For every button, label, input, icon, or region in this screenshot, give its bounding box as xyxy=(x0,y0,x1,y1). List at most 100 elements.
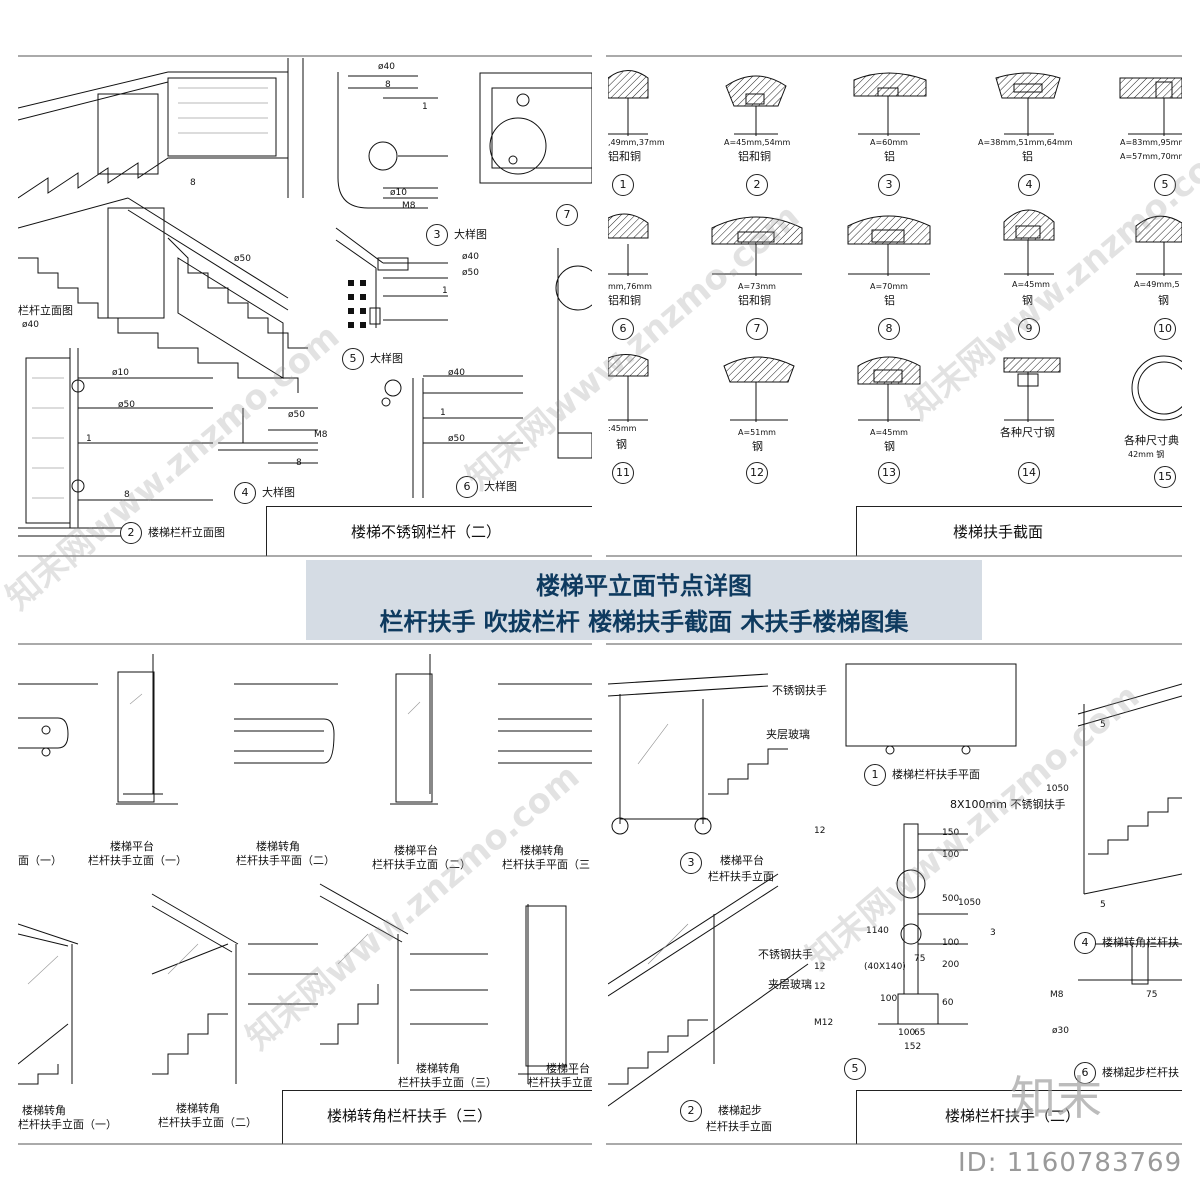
section-dim: A=45mm xyxy=(870,428,908,437)
view-label: 楼梯起步栏杆扶 xyxy=(1102,1066,1179,1079)
dim-label: ø50 xyxy=(288,410,305,420)
dim-label: 5 xyxy=(1100,900,1106,910)
section-number: 15 xyxy=(1154,466,1176,488)
dim-label: ø40 xyxy=(462,252,479,262)
section-number: 9 xyxy=(1018,318,1040,340)
callout-plate: 8X100mm 不锈钢扶手 xyxy=(950,798,1066,811)
view-caption: 楼梯转角 xyxy=(416,1062,460,1075)
dim-label: 1 xyxy=(86,434,92,444)
dim-label: 100 xyxy=(880,994,898,1004)
view-number: 6 xyxy=(1074,1062,1096,1084)
dim-label: ø50 xyxy=(462,268,479,278)
callout-glass-2: 夹层玻璃 xyxy=(768,978,812,991)
dim-label: 12 xyxy=(814,982,826,992)
dim-label: ø40 xyxy=(378,62,395,72)
panel-title: 楼梯扶手截面 xyxy=(953,523,1044,541)
view-label: 栏杆扶手立面 xyxy=(706,1120,772,1133)
dim-label: 150 xyxy=(942,828,960,838)
detail-label: 大样图 xyxy=(370,352,403,365)
image-id-label: ID: 1160783769 xyxy=(958,1148,1183,1178)
view-label: 楼梯栏杆扶手平面 xyxy=(892,768,980,781)
view-caption: 楼梯转角 xyxy=(520,844,564,857)
dim-label: ø40 xyxy=(448,368,465,378)
panel-title-box: 楼梯栏杆扶手（二） xyxy=(856,1090,1182,1144)
view-caption: 楼梯平台 xyxy=(546,1062,590,1075)
section-number: 1 xyxy=(612,174,634,196)
section-dim-2: A=57mm,70mm xyxy=(1120,152,1182,161)
dim-label: ø50 xyxy=(234,254,251,264)
section-material: 钢 xyxy=(1158,294,1169,307)
view-number: 1 xyxy=(864,764,886,786)
dim-label: ø30 xyxy=(1052,1026,1069,1036)
panel-handrail-sections: ,49mm,37mm 铝和铜 1 A=45mm,54mm 铝和铜 2 A=60m… xyxy=(608,58,1182,556)
section-dim: A=49mm,5 xyxy=(1134,280,1180,289)
corner-railing-drawing xyxy=(18,654,592,1085)
dim-label: 100 xyxy=(942,850,960,860)
dim-label: 8 xyxy=(385,80,391,90)
title-banner: 楼梯平立面节点详图 栏杆扶手 吹拔栏杆 楼梯扶手截面 木扶手楼梯图集 xyxy=(306,560,982,640)
dim-label: ø50 xyxy=(118,400,135,410)
callout-glass: 夹层玻璃 xyxy=(766,728,810,741)
view-number: 2 xyxy=(680,1100,702,1122)
section-dim: A=73mm xyxy=(738,282,776,291)
view-number: 2 xyxy=(120,522,142,544)
section-number: 6 xyxy=(612,318,634,340)
dim-label: ø10 xyxy=(390,188,407,198)
dim-label: 8 xyxy=(124,490,130,500)
section-material: 铝 xyxy=(884,294,895,307)
dim-label: 12 xyxy=(814,962,826,972)
panel-corner-railing: 面（一） 楼梯平台 栏杆扶手立面（一） 楼梯转角 栏杆扶手平面（二） 楼梯平台 … xyxy=(18,644,592,1144)
dim-label: 200 xyxy=(942,960,960,970)
section-number: 11 xyxy=(612,462,634,484)
callout-handrail-2: 不锈钢扶手 xyxy=(758,948,813,961)
section-material: 钢 xyxy=(752,440,763,453)
dim-label: 8 xyxy=(296,458,302,468)
view-caption: 楼梯转角 xyxy=(22,1104,66,1117)
detail-number: 7 xyxy=(556,204,578,226)
dim-label: 1 xyxy=(442,286,448,296)
dim-label: 500 xyxy=(942,894,960,904)
dim-label: 1 xyxy=(440,408,446,418)
view-caption: 栏杆扶手立面（二） xyxy=(158,1116,257,1129)
panel-title-box: 楼梯扶手截面 xyxy=(856,506,1182,556)
view-caption: 楼梯平台 xyxy=(110,840,154,853)
view-label: 楼梯平台 xyxy=(720,854,764,867)
section-number: 7 xyxy=(746,318,768,340)
panel-title-box: 楼梯转角栏杆扶手（三） xyxy=(282,1090,592,1144)
section-number: 13 xyxy=(878,462,900,484)
section-material: 钢 xyxy=(616,438,627,451)
section-material: 钢 xyxy=(1022,294,1033,307)
view-caption: 栏杆扶手立面（三） xyxy=(398,1076,497,1089)
dim-label: 1050 xyxy=(1046,784,1069,794)
view-label: 楼梯转角栏杆扶 xyxy=(1102,936,1179,949)
section-number: 8 xyxy=(878,318,900,340)
section-dim: :45mm xyxy=(608,424,637,433)
dim-label: 100 xyxy=(942,938,960,948)
dim-label: M8 xyxy=(1050,990,1064,1000)
section-dim: A=45mm xyxy=(1012,280,1050,289)
section-dim: mm,76mm xyxy=(608,282,652,291)
section-dim: 各种尺寸典 xyxy=(1124,434,1179,447)
view-caption: 楼梯转角 xyxy=(256,840,300,853)
section-dim: A=60mm xyxy=(870,138,908,147)
section-number: 2 xyxy=(746,174,768,196)
section-number: 3 xyxy=(878,174,900,196)
panel-title: 楼梯转角栏杆扶手（三） xyxy=(327,1107,493,1125)
section-number: 12 xyxy=(746,462,768,484)
brand-logo: 知末 xyxy=(1010,1071,1102,1125)
section-material: 铝 xyxy=(1022,150,1033,163)
banner-subtitle: 栏杆扶手 吹拔栏杆 楼梯扶手截面 木扶手楼梯图集 xyxy=(379,608,909,636)
dim-label: M8 xyxy=(402,201,416,211)
section-dim: A=45mm,54mm xyxy=(724,138,791,147)
dim-label: M12 xyxy=(814,1018,834,1028)
detail-number: 6 xyxy=(456,476,478,498)
dim-label: M8 xyxy=(314,430,328,440)
dim-label: 1050 xyxy=(958,898,981,908)
view-caption: 面（一） xyxy=(18,854,62,867)
detail-number: 4 xyxy=(234,482,256,504)
view-caption: 栏杆扶手立面 xyxy=(528,1076,592,1089)
dim-label: 1140 xyxy=(866,926,889,936)
view-number: 3 xyxy=(680,852,702,874)
view-label-partial: 栏杆立面图 xyxy=(18,304,73,317)
dim-label: ø40 xyxy=(22,320,39,330)
